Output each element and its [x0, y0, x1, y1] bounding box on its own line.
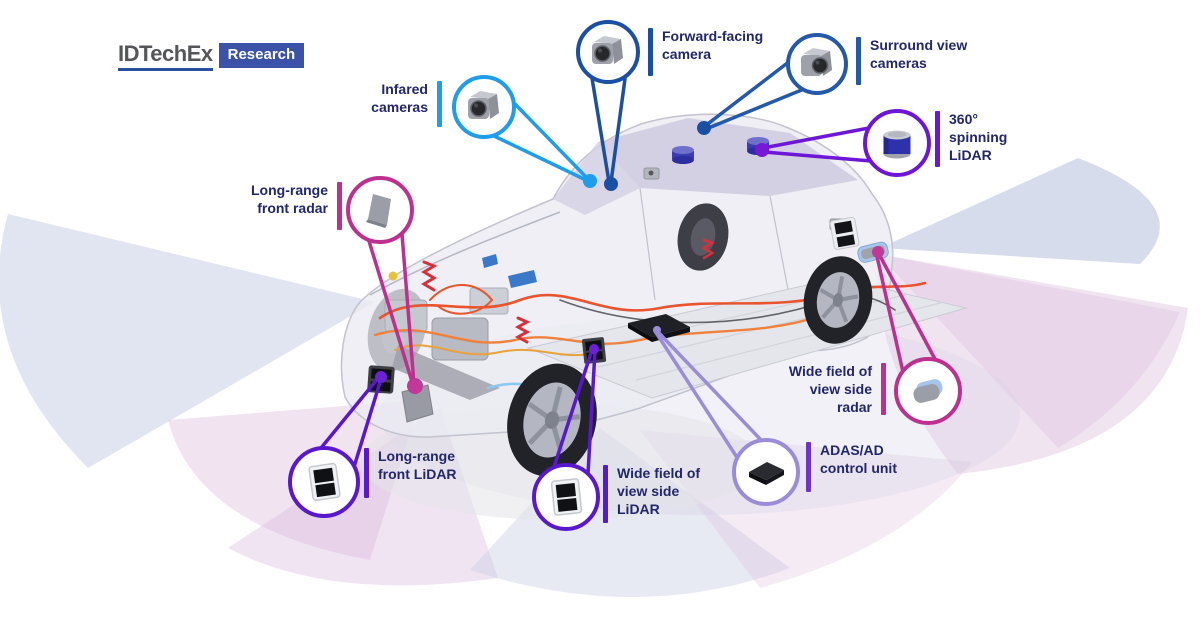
leader-line-infrared: [492, 101, 590, 183]
spinning-lidar-icon: [883, 130, 911, 159]
label-bar: [337, 182, 342, 230]
forward-camera-dot: [604, 177, 618, 191]
hood-line: [369, 211, 561, 296]
callout-circle-surround: [786, 33, 848, 95]
car-roof-glass: [598, 118, 858, 196]
roof-lidar-puck: [672, 146, 694, 164]
leader-line-side-radar: [874, 250, 938, 374]
callout-circle-spinning-lidar: [863, 109, 931, 177]
leader-line-front-lidar: [319, 375, 383, 469]
sensor-location-dots: [375, 121, 884, 394]
label-bar: [603, 465, 608, 523]
leader-line-side-lidar: [551, 348, 597, 476]
radar-plate-icon: [366, 194, 391, 228]
side-lidar-dot: [589, 344, 599, 354]
label-text: 360° spinning LiDAR: [949, 111, 1008, 163]
spinning-lidar-dot: [755, 143, 769, 157]
label-bar: [856, 37, 861, 85]
far-rear-wheel: [677, 203, 729, 271]
camera-icon: [468, 91, 499, 119]
label-spinning-lidar: 360° spinning LiDAR: [935, 110, 1007, 167]
leader-line-front-radar: [367, 232, 416, 387]
leader-lines: [319, 59, 938, 476]
fov-fan: [880, 158, 1160, 264]
label-bar: [364, 448, 369, 498]
label-bar: [437, 81, 442, 127]
side-radar-icon: [913, 379, 943, 403]
label-text: ADAS/AD control unit: [820, 442, 897, 476]
label-side-radar: Wide field of view side radar: [778, 362, 886, 416]
callout-circle-front-lidar: [288, 446, 360, 518]
logo-brand-text: IDTechEx: [118, 42, 213, 71]
leader-line-surround: [703, 59, 806, 131]
rear-wheel: [803, 256, 873, 344]
infrared-camera-dot: [583, 174, 597, 188]
fov-fan: [0, 214, 375, 468]
surround-camera-dot: [697, 121, 711, 135]
label-adas-control-unit: ADAS/AD control unit: [806, 441, 897, 492]
label-bar: [648, 28, 653, 76]
front-wheel: [507, 363, 597, 477]
door-lines: [639, 187, 791, 301]
label-text: Infared cameras: [371, 81, 428, 115]
fov-fan: [878, 254, 1180, 448]
leader-line-adas: [653, 329, 764, 461]
idtechex-logo: IDTechEx Research: [118, 42, 305, 71]
label-text: Forward-facing camera: [662, 28, 764, 62]
label-front-radar: Long-range front radar: [236, 181, 342, 230]
control-unit-icon: [749, 462, 784, 485]
lidar-unit-icon: [308, 462, 341, 502]
leader-line-spinning-lidar: [761, 126, 873, 163]
label-bar: [935, 111, 940, 167]
label-surround-cameras: Surround view cameras: [856, 36, 967, 85]
callout-circle-infrared: [452, 75, 516, 139]
label-text: Long-range front LiDAR: [378, 448, 457, 482]
camera-icon: [592, 36, 623, 64]
label-bar: [806, 442, 811, 492]
front-radar-dot: [407, 378, 423, 394]
label-side-lidar: Wide field of view side LiDAR: [603, 464, 700, 523]
label-text: Long-range front radar: [251, 182, 328, 216]
logo-research-badge: Research: [218, 43, 305, 68]
roof-camera-module: [643, 167, 660, 180]
label-front-lidar: Long-range front LiDAR: [364, 447, 457, 498]
callout-circle-forward: [576, 20, 640, 84]
label-text: Surround view cameras: [870, 37, 968, 71]
leader-line-forward: [590, 76, 627, 184]
rear-lidar-unit: [829, 216, 860, 250]
label-infrared-cameras: Infared cameras: [332, 80, 442, 127]
callout-circle-side-lidar: [532, 463, 600, 531]
lidar-unit-icon: [550, 478, 583, 516]
camera-icon: [801, 48, 832, 76]
label-text: Wide field of view side LiDAR: [617, 465, 701, 517]
label-bar: [881, 363, 886, 415]
adas-dot: [653, 326, 661, 334]
label-forward-camera: Forward-facing camera: [648, 27, 763, 76]
callout-circle-side-radar: [894, 357, 962, 425]
front-lidar-dot: [375, 371, 387, 383]
callout-circle-front-radar: [346, 176, 414, 244]
label-text: Wide field of view side radar: [788, 363, 872, 415]
side-radar-dot: [872, 246, 884, 258]
callout-circle-adas: [732, 438, 800, 506]
